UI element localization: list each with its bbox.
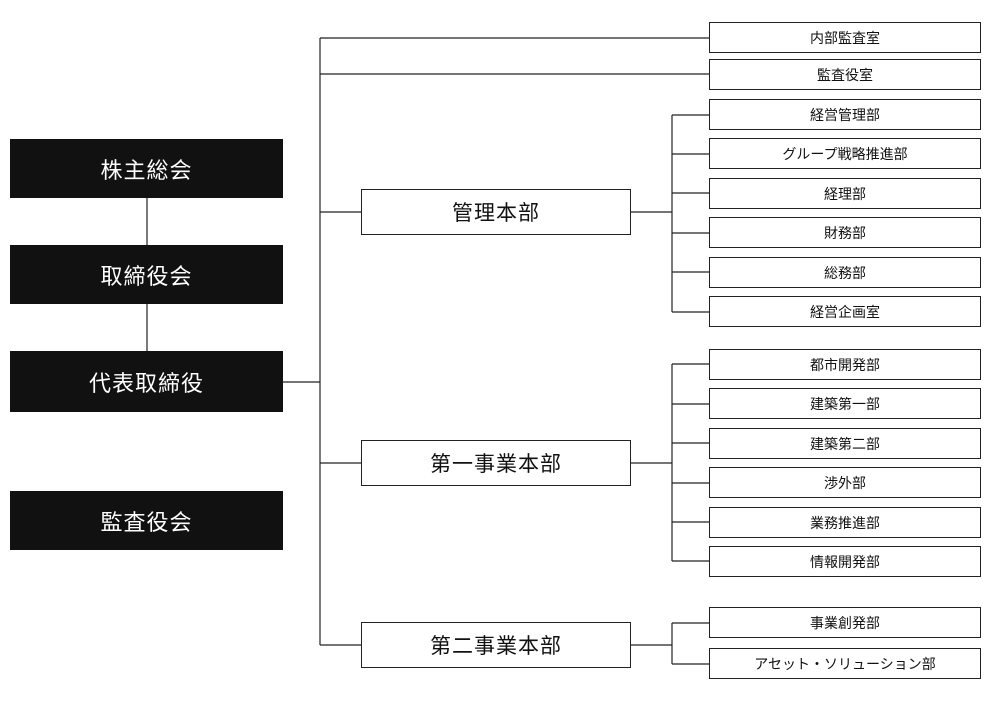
division-label: 管理本部 (452, 201, 540, 225)
division-label: 第一事業本部 (430, 452, 562, 476)
dept-label: アセット・ソリューション部 (754, 656, 936, 673)
board-of-directors-label: 取締役会 (100, 264, 193, 290)
ceo-label: 代表取締役 (88, 371, 204, 397)
dept-label: 財務部 (824, 225, 866, 242)
dept-label: 内部監査室 (810, 30, 880, 47)
division-box-admin: 管理本部 (361, 189, 631, 235)
dept-label: 情報開発部 (810, 554, 880, 571)
dept-label: 建築第二部 (810, 436, 880, 453)
division-box-business-2: 第二事業本部 (361, 622, 631, 668)
department-box: グループ戦略推進部 (709, 138, 981, 169)
department-box: 総務部 (709, 257, 981, 288)
internal-audit-office-box: 内部監査室 (709, 22, 981, 53)
dept-label: 建築第一部 (810, 396, 880, 413)
department-box: 事業創発部 (709, 607, 981, 638)
shareholders-meeting-box: 株主総会 (10, 139, 283, 198)
department-box: 経営管理部 (709, 99, 981, 130)
dept-label: 経営管理部 (810, 107, 880, 124)
auditor-office-box: 監査役室 (709, 59, 981, 90)
department-box: 財務部 (709, 217, 981, 248)
dept-label: 総務部 (824, 265, 866, 282)
department-box: 経営企画室 (709, 296, 981, 327)
board-of-directors-box: 取締役会 (10, 245, 283, 304)
dept-label: 経営企画室 (810, 304, 880, 321)
department-box: 業務推進部 (709, 507, 981, 538)
audit-board-label: 監査役会 (100, 510, 193, 536)
department-box: 都市開発部 (709, 349, 981, 380)
ceo-box: 代表取締役 (10, 351, 283, 412)
department-box: 渉外部 (709, 467, 981, 498)
department-box: 情報開発部 (709, 546, 981, 577)
dept-label: 事業創発部 (810, 615, 880, 632)
department-box: 建築第二部 (709, 428, 981, 459)
division-label: 第二事業本部 (430, 634, 562, 658)
shareholders-meeting-label: 株主総会 (100, 158, 193, 184)
dept-label: グループ戦略推進部 (782, 146, 908, 163)
dept-label: 経理部 (824, 186, 866, 203)
department-box: 建築第一部 (709, 388, 981, 419)
dept-label: 渉外部 (824, 475, 866, 492)
division-box-business-1: 第一事業本部 (361, 440, 631, 486)
dept-label: 監査役室 (817, 67, 873, 84)
dept-label: 業務推進部 (810, 515, 880, 532)
dept-label: 都市開発部 (810, 357, 880, 374)
department-box: 経理部 (709, 178, 981, 209)
department-box: アセット・ソリューション部 (709, 648, 981, 679)
audit-board-box: 監査役会 (10, 491, 283, 550)
